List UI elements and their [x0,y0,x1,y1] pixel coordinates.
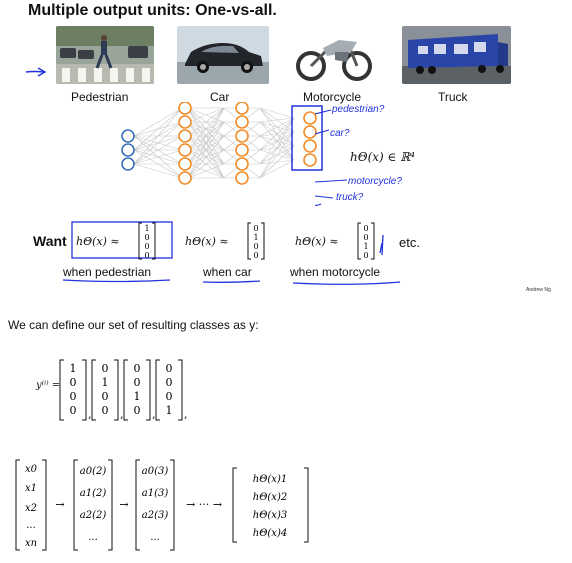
y-vec1-2: 0 [70,390,77,403]
annotation-arrows [315,109,348,206]
chain-input-1: x1 [25,483,37,494]
truck-photo [402,26,511,84]
chain-out-1: hΘ(x)2 [253,492,287,503]
chain-arrow-2: → [119,498,128,511]
y-vec3-0: 0 [134,362,141,375]
neural-network-diagram [121,102,323,185]
vec1-3: 0 [144,251,149,260]
caption-underlines [62,279,401,285]
case-caption-motorcycle: when motorcycle [290,265,381,279]
chain-input-3: ... [26,520,36,531]
network-edges [133,107,295,179]
slide-title: Multiple output units: One-vs-all. [28,2,277,19]
y-vec1-3: 0 [70,404,77,417]
output-notation: hΘ(x) ∈ ℝ⁴ [350,150,415,164]
vec2-1: 1 [253,233,258,242]
annotation-truck: truck? [336,192,364,203]
y-label: y⁽ⁱ⁾ = [36,380,61,391]
output-nodes [303,111,317,167]
y-vec3-3: 0 [134,404,141,417]
svg-text:,: , [184,408,188,421]
y-vec4-3: 1 [166,404,173,417]
vec3-3: 0 [363,251,368,260]
chain-arrow-1: → [55,498,64,511]
y-vec3-1: 0 [134,376,141,389]
case-caption-car: when car [203,265,252,279]
svg-text:,: , [152,408,156,421]
forward-chain: x0 x1 x2 ... xn a0(2) a1(2) a2(2) ... a0… [15,459,309,551]
want-vector-3: 0 0 1 0 [357,222,384,260]
y-vec2-2: 0 [102,390,109,403]
y-vec2-0: 0 [102,362,109,375]
chain-l3-1: a1(3) [142,488,169,499]
want-vector-1: 1 0 0 0 [138,222,156,260]
y-vec1-1: 0 [70,376,77,389]
annotation-car: car? [330,128,350,139]
chain-l3-3: ... [150,532,160,543]
y-vec2-1: 1 [102,376,109,389]
y-vectors: 1 0 0 0 0 1 0 0 0 0 1 0 0 0 0 1 , , , , [59,359,188,421]
y-vec2-3: 0 [102,404,109,417]
etc-label: etc. [399,235,420,250]
want-label: Want [33,233,67,249]
vec3-1: 0 [363,233,368,242]
class-label-car: Car [210,90,230,104]
chain-input-4: xn [25,538,37,549]
hidden-layer-2-nodes [235,102,249,185]
y-vec4-1: 0 [166,376,173,389]
chain-ellipsis-arrow: → ··· → [186,498,222,511]
vec2-2: 0 [253,242,258,251]
chain-l2-3: ... [88,532,98,543]
vec3-0: 0 [363,224,368,233]
y-vec3-2: 1 [134,390,141,403]
vec1-2: 0 [144,242,149,251]
class-label-motorcycle: Motorcycle [303,90,362,104]
chain-l3-0: a0(3) [142,466,169,477]
annotation-pedestrian: pedestrian? [332,104,385,115]
classes-intro: We can define our set of resulting class… [8,318,259,332]
vec1-0: 1 [144,224,149,233]
svg-text:,: , [120,408,124,421]
hidden-layer-1-nodes [178,102,192,185]
annotation-motorcycle: motorcycle? [348,176,402,187]
chain-l2-1: a1(2) [80,488,107,499]
car-photo [177,26,269,84]
chain-l3-2: a2(3) [142,510,169,521]
want-h-1: hΘ(x) ≈ [76,235,120,248]
pedestrian-photo [56,26,154,84]
want-h-2: hΘ(x) ≈ [185,235,229,248]
case-caption-pedestrian: when pedestrian [63,265,152,279]
vec3-2: 1 [363,242,368,251]
chain-out-3: hΘ(x)4 [253,528,287,539]
motorcycle-photo [291,26,377,84]
class-label-truck: Truck [438,90,468,104]
want-highlight-box [71,221,173,259]
svg-text:,: , [88,408,92,421]
chain-l2-0: a0(2) [80,466,107,477]
handwritten-arrow-icon [25,67,47,77]
chain-input-0: x0 [25,464,38,475]
want-h-3: hΘ(x) ≈ [295,235,339,248]
input-nodes [121,129,135,171]
vec1-1: 0 [144,233,149,242]
y-vec1-0: 1 [70,362,77,375]
vec2-3: 0 [253,251,258,260]
chain-input-2: x2 [25,503,37,514]
chain-out-0: hΘ(x)1 [253,474,287,485]
class-label-pedestrian: Pedestrian [71,90,129,104]
chain-out-2: hΘ(x)3 [253,510,287,521]
output-highlight-box [291,105,323,171]
chain-l2-2: a2(2) [80,510,107,521]
y-vec4-0: 0 [166,362,173,375]
y-vec4-2: 0 [166,390,173,403]
slide-credit: Andrew Ng [526,287,551,293]
want-vector-2: 0 1 0 0 [247,222,265,260]
vec2-0: 0 [253,224,258,233]
